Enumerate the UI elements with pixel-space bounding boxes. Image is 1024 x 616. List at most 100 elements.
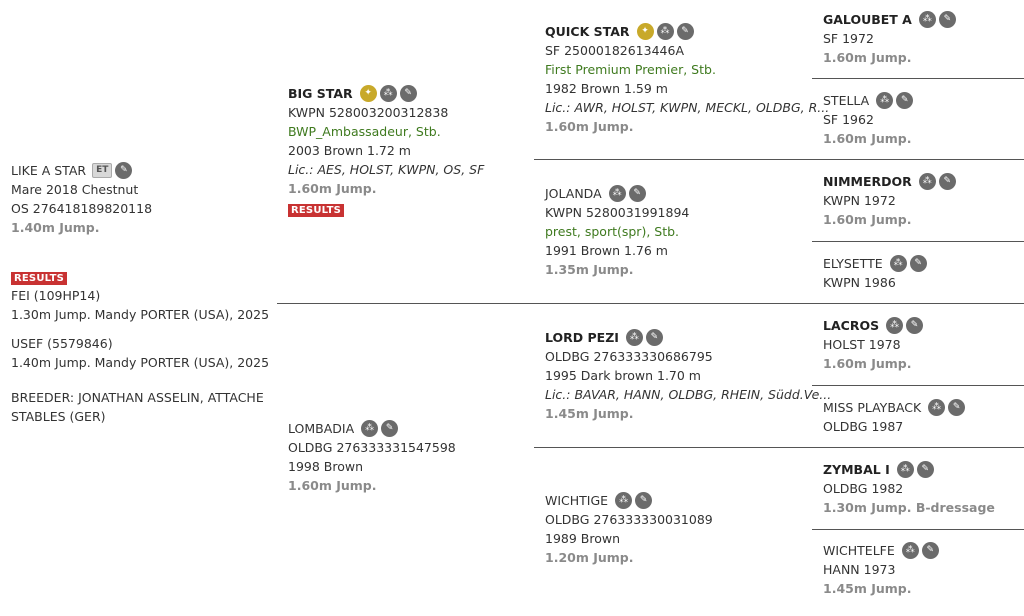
pedigree-icon[interactable]: ⁂ <box>625 329 643 346</box>
g2-jump: 1.60m Jump. <box>823 212 912 227</box>
sire-info: 2003 Brown 1.72 m <box>288 143 411 158</box>
divider-ds-dd <box>534 447 1024 448</box>
g0-reg: SF 1972 <box>823 31 874 46</box>
pedigree-icon[interactable]: ⁂ <box>918 11 936 28</box>
divider-g2-g3 <box>812 241 1024 242</box>
sd-info: 1991 Brown 1.76 m <box>545 243 668 258</box>
sd-title: prest, sport(spr), Stb. <box>545 224 680 239</box>
key-icon[interactable]: ✦ <box>359 85 377 102</box>
results-badge[interactable]: RESULTS <box>11 272 67 285</box>
g7-name[interactable]: WICHTELFE <box>823 543 895 558</box>
pedigree-icon[interactable]: ⁂ <box>918 173 936 190</box>
dd-info: 1989 Brown <box>545 531 621 546</box>
g3-name[interactable]: ELYSETTE <box>823 256 883 271</box>
sire-block: BIG STAR ✦ ⁂ ✎ KWPN 528003200312838 BWP_… <box>288 84 484 217</box>
ss-jump: 1.60m Jump. <box>545 119 634 134</box>
sd-reg: KWPN 5280031991894 <box>545 205 690 220</box>
ss-block: QUICK STAR ✦ ⁂ ✎ SF 25000182613446A Firs… <box>545 22 829 136</box>
sd-name-row: JOLANDA ⁂ ✎ <box>545 184 689 203</box>
sire-name[interactable]: BIG STAR <box>288 86 353 101</box>
subject-block: LIKE A STAR ET ✎ Mare 2018 Chestnut OS 2… <box>11 161 152 237</box>
results-badge[interactable]: RESULTS <box>288 204 344 217</box>
g6-reg: OLDBG 1982 <box>823 481 904 496</box>
usef-detail: 1.40m Jump. Mandy PORTER (USA), 2025 <box>11 355 270 370</box>
g1-block: STELLA ⁂ ✎ SF 1962 1.60m Jump. <box>823 91 914 148</box>
pencil-icon[interactable]: ✎ <box>645 329 663 346</box>
pencil-icon[interactable]: ✎ <box>909 255 927 272</box>
pedigree-icon[interactable]: ⁂ <box>889 255 907 272</box>
fei-id: FEI (109HP14) <box>11 288 101 303</box>
ds-jump: 1.45m Jump. <box>545 406 634 421</box>
ss-lic: Lic.: AWR, HOLST, KWPN, MECKL, OLDBG, R.… <box>545 100 830 115</box>
ds-reg: OLDBG 276333330686795 <box>545 349 713 364</box>
pencil-icon[interactable]: ✎ <box>628 185 646 202</box>
g7-reg: HANN 1973 <box>823 562 896 577</box>
ss-reg: SF 25000182613446A <box>545 43 684 58</box>
g6-name[interactable]: ZYMBAL I <box>823 462 890 477</box>
dd-name-row: WICHTIGE ⁂ ✎ <box>545 491 713 510</box>
dam-jump: 1.60m Jump. <box>288 478 377 493</box>
dd-name[interactable]: WICHTIGE <box>545 493 609 508</box>
pedigree-icon[interactable]: ⁂ <box>886 317 904 334</box>
dam-reg: OLDBG 276333331547598 <box>288 440 456 455</box>
g5-name[interactable]: MISS PLAYBACK <box>823 400 922 415</box>
g4-reg: HOLST 1978 <box>823 337 901 352</box>
subject-line2: OS 276418189820118 <box>11 201 153 216</box>
usef-id: USEF (5579846) <box>11 336 113 351</box>
pencil-icon[interactable]: ✎ <box>399 85 417 102</box>
pencil-icon[interactable]: ✎ <box>921 542 939 559</box>
pencil-icon[interactable]: ✎ <box>381 420 399 437</box>
g4-jump: 1.60m Jump. <box>823 356 912 371</box>
pencil-icon[interactable]: ✎ <box>938 173 956 190</box>
pedigree-icon[interactable]: ⁂ <box>896 461 914 478</box>
g2-name[interactable]: NIMMERDOR <box>823 174 912 189</box>
pencil-icon[interactable]: ✎ <box>948 399 966 416</box>
g1-reg: SF 1962 <box>823 112 874 127</box>
g7-jump: 1.45m Jump. <box>823 581 912 596</box>
pencil-icon[interactable]: ✎ <box>938 11 956 28</box>
g4-block: LACROS ⁂ ✎ HOLST 1978 1.60m Jump. <box>823 316 924 373</box>
divider-g4-g5 <box>812 385 1024 386</box>
pedigree-icon[interactable]: ⁂ <box>379 85 397 102</box>
pedigree-icon[interactable]: ⁂ <box>928 399 946 416</box>
sire-lic: Lic.: AES, HOLST, KWPN, OS, SF <box>288 162 485 177</box>
ss-name[interactable]: QUICK STAR <box>545 24 630 39</box>
sire-name-row: BIG STAR ✦ ⁂ ✎ <box>288 84 484 103</box>
g7-block: WICHTELFE ⁂ ✎ HANN 1973 1.45m Jump. <box>823 541 939 598</box>
pedigree-icon[interactable]: ⁂ <box>615 492 633 509</box>
dam-name[interactable]: LOMBADIA <box>288 421 355 436</box>
dam-block: LOMBADIA ⁂ ✎ OLDBG 276333331547598 1998 … <box>288 419 456 495</box>
pencil-icon[interactable]: ✎ <box>896 92 914 109</box>
ds-lic: Lic.: BAVAR, HANN, OLDBG, RHEIN, Südd.Ve… <box>545 387 832 402</box>
sire-jump: 1.60m Jump. <box>288 181 377 196</box>
sd-jump: 1.35m Jump. <box>545 262 634 277</box>
g0-block: GALOUBET A ⁂ ✎ SF 1972 1.60m Jump. <box>823 10 956 67</box>
sd-name[interactable]: JOLANDA <box>545 186 602 201</box>
ds-name[interactable]: LORD PEZI <box>545 330 619 345</box>
breeder-line2: STABLES (GER) <box>11 409 106 424</box>
divider-ss-sd <box>534 159 1024 160</box>
pedigree-icon[interactable]: ⁂ <box>876 92 894 109</box>
pedigree-icon[interactable]: ⁂ <box>608 185 626 202</box>
pencil-icon[interactable]: ✎ <box>916 461 934 478</box>
g4-name[interactable]: LACROS <box>823 318 880 333</box>
g0-jump: 1.60m Jump. <box>823 50 912 65</box>
dd-reg: OLDBG 276333330031089 <box>545 512 713 527</box>
ss-info: 1982 Brown 1.59 m <box>545 81 668 96</box>
subject-name-row: LIKE A STAR ET ✎ <box>11 161 152 180</box>
pencil-icon[interactable]: ✎ <box>676 23 694 40</box>
pencil-icon[interactable]: ✎ <box>906 317 924 334</box>
subject-name[interactable]: LIKE A STAR <box>11 163 87 178</box>
pedigree-icon[interactable]: ⁂ <box>656 23 674 40</box>
g1-name[interactable]: STELLA <box>823 93 870 108</box>
fei-detail: 1.30m Jump. Mandy PORTER (USA), 2025 <box>11 307 270 322</box>
pencil-icon[interactable]: ✎ <box>115 162 133 179</box>
g1-jump: 1.60m Jump. <box>823 131 912 146</box>
ds-info: 1995 Dark brown 1.70 m <box>545 368 701 383</box>
divider-g0-g1 <box>812 78 1024 79</box>
pedigree-icon[interactable]: ⁂ <box>361 420 379 437</box>
pencil-icon[interactable]: ✎ <box>635 492 653 509</box>
key-icon[interactable]: ✦ <box>636 23 654 40</box>
g0-name[interactable]: GALOUBET A <box>823 12 912 27</box>
pedigree-icon[interactable]: ⁂ <box>901 542 919 559</box>
